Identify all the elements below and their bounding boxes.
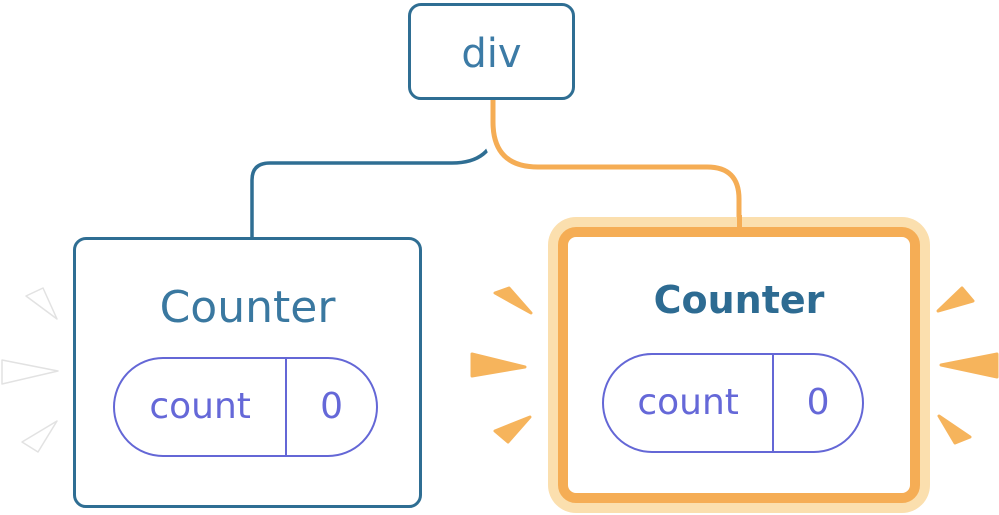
counter-title: Counter xyxy=(159,282,336,333)
spark-icon xyxy=(937,414,972,445)
left-counter-sparks xyxy=(1,287,59,453)
counter-node-right-highlighted: Counter count 0 xyxy=(558,227,920,503)
counter-title: Counter xyxy=(653,278,825,322)
spark-icon xyxy=(493,415,532,444)
spark-icon xyxy=(939,352,999,379)
state-key-label: count xyxy=(637,382,739,423)
spark-icon xyxy=(25,287,58,320)
spark-icon xyxy=(470,352,527,378)
right-counter-sparks xyxy=(470,286,999,445)
edge-root-to-left-counter xyxy=(250,100,499,239)
edge-highlight-casing xyxy=(481,100,751,221)
state-key-cell: count xyxy=(115,359,288,455)
state-pill: count 0 xyxy=(602,353,864,453)
spark-icon xyxy=(21,420,58,453)
state-value-label: 0 xyxy=(806,382,830,423)
spark-icon xyxy=(936,286,975,313)
edge-highlight-stub xyxy=(736,215,742,229)
counter-node-left: Counter count 0 xyxy=(73,237,422,508)
state-pill: count 0 xyxy=(113,357,378,457)
spark-icon xyxy=(493,286,533,315)
spark-icon xyxy=(1,359,59,385)
root-node-div: div xyxy=(408,3,575,100)
root-node-label: div xyxy=(461,30,522,77)
edge-root-to-right-counter-highlighted xyxy=(490,100,742,230)
state-key-cell: count xyxy=(604,355,775,451)
state-value-cell: 0 xyxy=(774,355,862,451)
state-value-cell: 0 xyxy=(287,359,376,455)
state-value-label: 0 xyxy=(320,386,344,427)
state-key-label: count xyxy=(149,386,251,427)
